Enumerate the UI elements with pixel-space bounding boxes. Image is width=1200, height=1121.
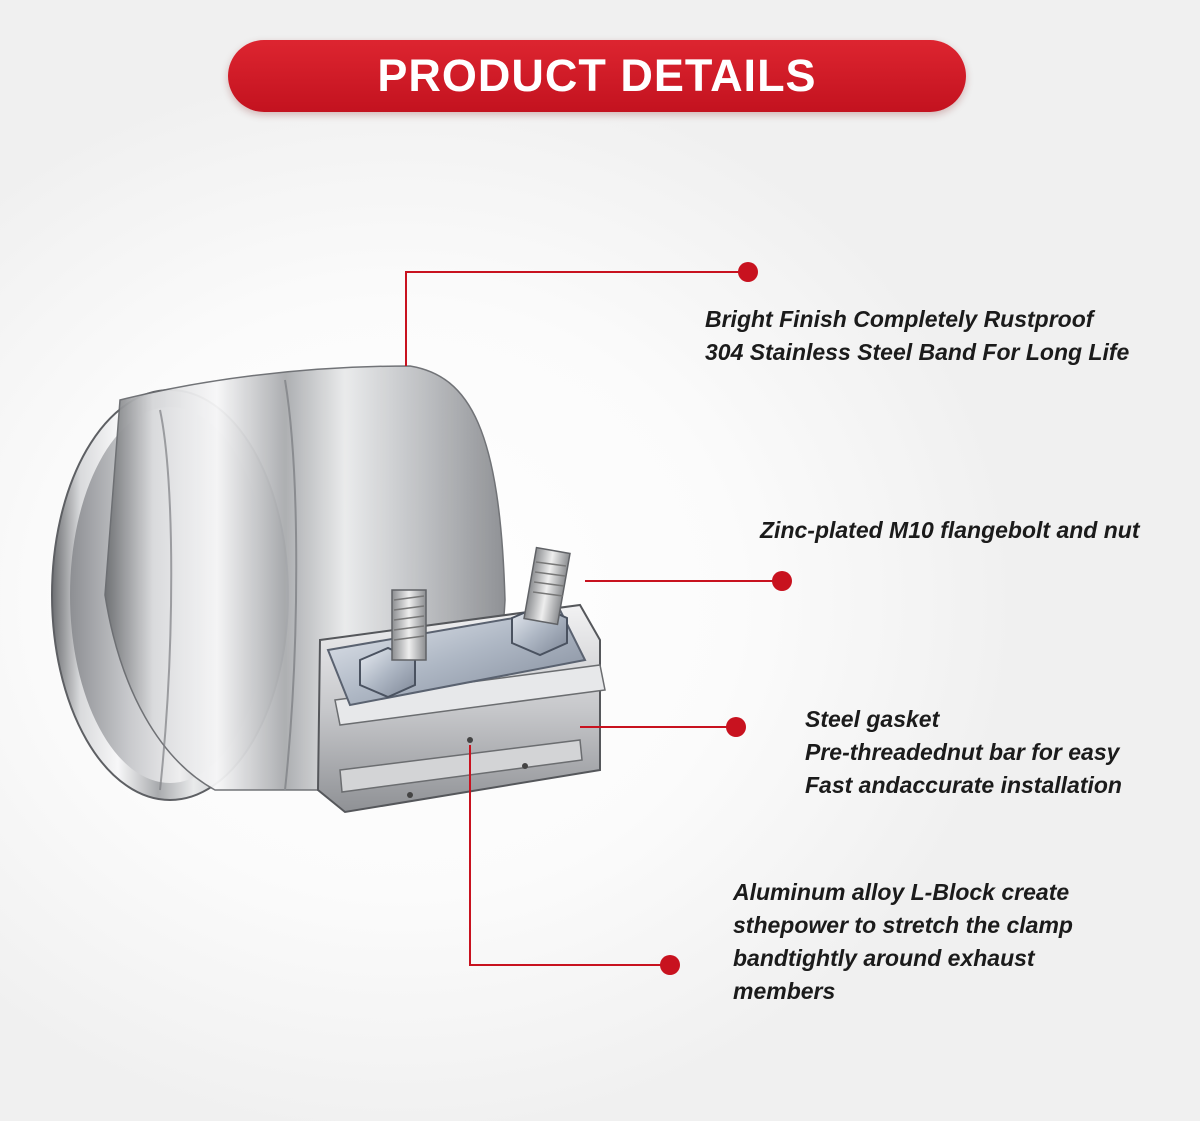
leader-line-band xyxy=(405,271,748,366)
leader-line-block xyxy=(469,745,668,966)
callout-band-text: Bright Finish Completely Rustproof 304 S… xyxy=(705,306,1130,365)
callout-block-text: Aluminum alloy L-Block create sthepower … xyxy=(733,879,1073,1004)
callout-dot-bolt xyxy=(772,571,792,591)
callout-bolt-text: Zinc-plated M10 flangebolt and nut xyxy=(760,517,1140,543)
callout-dot-band xyxy=(738,262,758,282)
page-title: PRODUCT DETAILS xyxy=(377,50,817,101)
title-banner: PRODUCT DETAILS xyxy=(228,40,966,112)
callout-dot-block xyxy=(660,955,680,975)
callout-dot-gasket xyxy=(726,717,746,737)
callout-gasket-text: Steel gasket Pre-threadednut bar for eas… xyxy=(805,706,1122,798)
zinc-bolt-assembly xyxy=(326,546,587,707)
